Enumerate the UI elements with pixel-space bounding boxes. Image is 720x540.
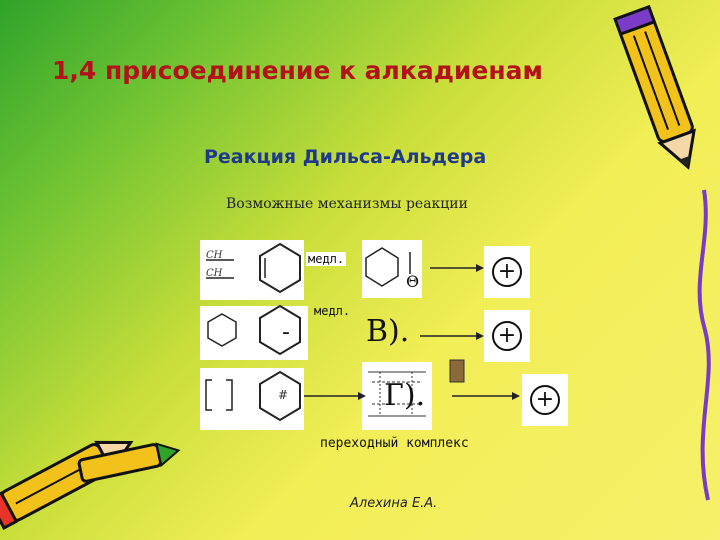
arrowhead-row1 [476,264,484,272]
arrowhead-row3 [358,392,366,400]
arrowhead-row2 [476,332,484,340]
product-box-row1: + [484,246,530,298]
ch-label-top: CH [206,250,223,261]
row3-panel [200,368,304,430]
bracket-right [226,379,233,411]
plus-circle-icon: + [492,321,522,351]
plus-circle-icon: + [530,385,560,415]
hexagon-intermediate [365,247,399,287]
double-dagger-label: # [278,388,289,402]
pencil-icon-bottom-left-2 [77,442,181,483]
slide-subtitle: Реакция Дильса-Альдера [204,146,487,168]
small-figure-icon [449,359,465,383]
author-name: Алехина Е.А. [350,496,438,511]
squiggle-line [697,189,711,501]
hexagon-row1 [259,242,301,294]
slide-title: 1,4 присоединение к алкадиенам [52,56,543,85]
bracket-left [205,379,212,411]
product-box-row2: + [484,310,530,362]
transition-complex-structure [368,371,426,417]
ch-label-bottom: CH [206,268,223,279]
slow-step-label-2: медл. [314,304,351,318]
hexagon-row2-left [207,313,237,347]
arrowhead-row3-b [512,392,520,400]
plus-circle-icon: + [492,257,522,287]
slow-step-label-1: медл. [306,252,347,266]
transition-complex-label: переходный комплекс [320,436,469,451]
row2-letter: В). [366,314,410,349]
row2-panel [200,306,308,360]
intermediate-panel [362,240,422,298]
row3-letter: Г). [384,378,426,413]
theta-icon: Θ [406,272,420,291]
hexagon-row2 [259,304,301,356]
product-box-row3: + [522,374,568,426]
transition-complex-panel [362,362,432,430]
diene-panel [200,240,304,300]
hexagon-row3 [259,370,301,422]
minus-sign: - [282,320,290,345]
mechanisms-heading: Возможные механизмы реакции [226,196,468,212]
pencil-icon-top-right [613,4,696,170]
